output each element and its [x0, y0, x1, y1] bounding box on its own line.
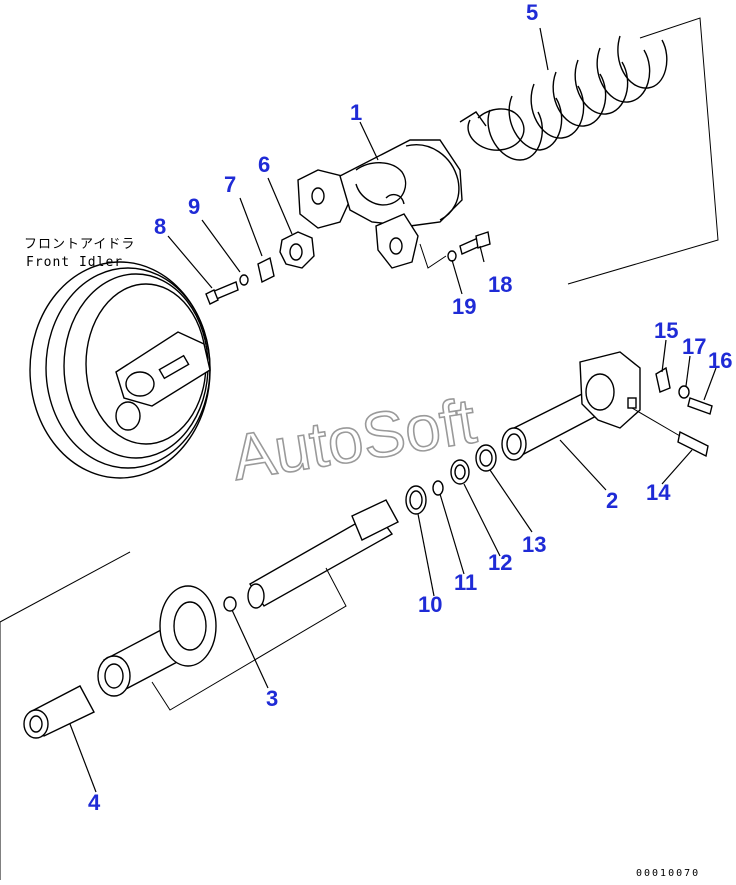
caption-japanese: フロントアイドラ: [24, 237, 135, 252]
spring-part-5: [459, 17, 719, 285]
callout-17: 17: [682, 334, 706, 359]
washer-part-19: [447, 250, 457, 262]
seal-part-10: [405, 485, 427, 515]
drawing-code: 00010070: [636, 868, 700, 879]
plate-part-15: [655, 366, 671, 393]
yoke-part-1: [297, 139, 463, 269]
callout-3: 3: [266, 686, 278, 711]
callout-18: 18: [488, 272, 512, 297]
bushing-part-4: [23, 685, 95, 739]
front-idler-wheel: [29, 261, 211, 479]
callout-11: 11: [454, 570, 477, 595]
callout-12: 12: [488, 550, 512, 575]
callout-5: 5: [526, 0, 538, 25]
nut-part-6: [279, 231, 315, 269]
bearing-hub: [97, 585, 217, 697]
bolt-part-16: [687, 397, 713, 415]
bolt-part-18: [459, 231, 491, 255]
bolt-part-8: [205, 281, 239, 305]
callout-9: 9: [188, 194, 200, 219]
callout-7: 7: [224, 172, 236, 197]
callout-16: 16: [708, 348, 732, 373]
callout-8: 8: [154, 214, 166, 239]
callout-1: 1: [350, 100, 362, 125]
grease-fitting-part-14: [631, 407, 709, 458]
shaft-part-3: [223, 499, 399, 612]
ring-part-12: [450, 459, 470, 485]
callout-14: 14: [646, 480, 671, 505]
shaft-assembly-part-2: [501, 351, 641, 461]
callout-13: 13: [522, 532, 546, 557]
callout-15: 15: [654, 318, 678, 343]
caption-english: Front Idler: [26, 255, 123, 270]
callout-4: 4: [88, 790, 101, 815]
ring-part-11: [432, 480, 444, 496]
watermark: AutoSoft: [227, 384, 481, 494]
callout-19: 19: [452, 294, 476, 319]
ring-part-13: [475, 444, 497, 472]
callout-6: 6: [258, 152, 270, 177]
leader-lines: [69, 27, 717, 793]
washer-part-17: [678, 385, 690, 399]
callout-10: 10: [418, 592, 442, 617]
plate-part-7: [257, 256, 275, 284]
callout-2: 2: [606, 488, 618, 513]
washer-part-9: [239, 274, 249, 286]
